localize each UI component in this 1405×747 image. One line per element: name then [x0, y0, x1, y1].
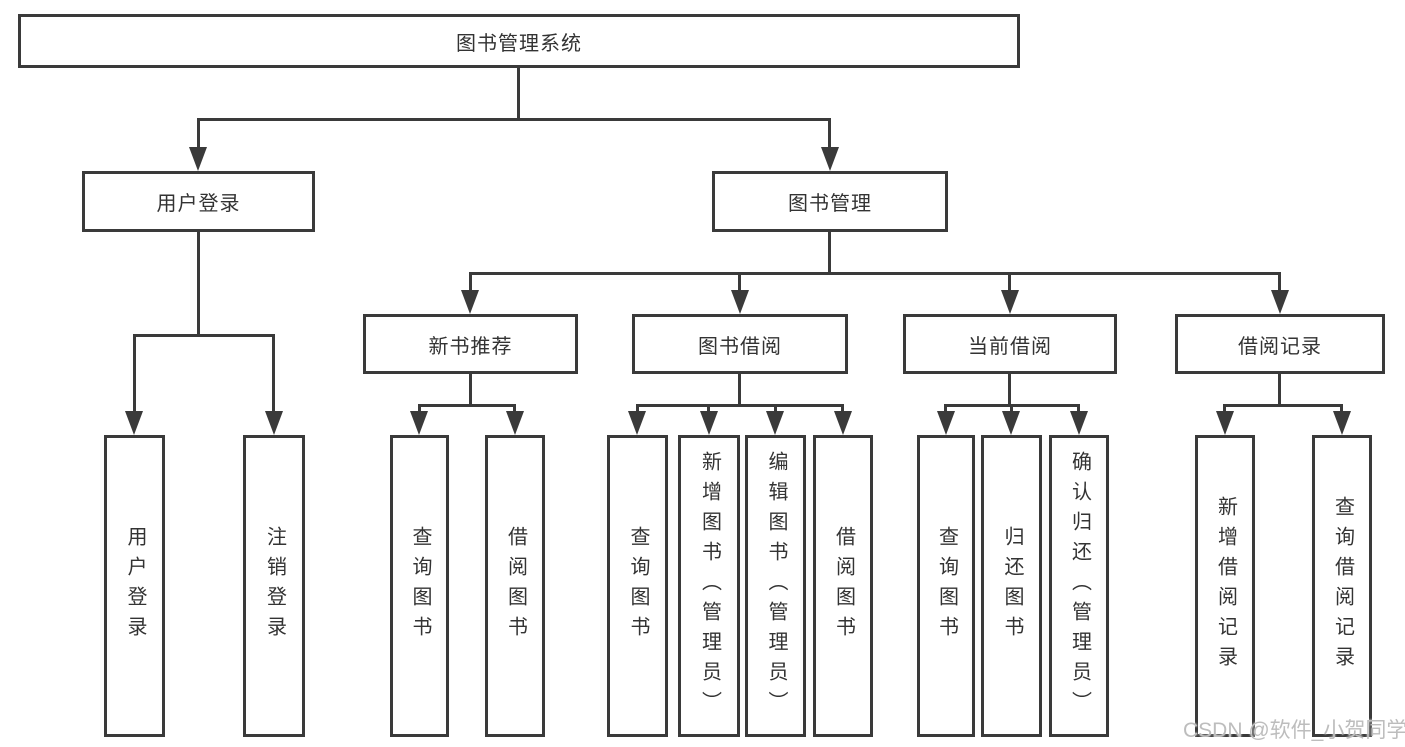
connector-borrow-records-bar — [1224, 404, 1343, 407]
leaf-borrow-book-label: 借阅图书 — [832, 526, 855, 646]
node-user-login-label: 用户登录 — [156, 193, 241, 215]
connector-root-stem — [517, 68, 520, 120]
connector-user-login-bar — [133, 334, 275, 337]
leaf-logout: 注销登录 — [243, 435, 305, 737]
connector-leaf-drop — [636, 404, 639, 414]
arrowhead-leaf — [1002, 411, 1020, 435]
leaf-edit-book-admin: 编辑图书（管理员） — [745, 435, 806, 737]
arrowhead-book-borrow — [731, 290, 749, 314]
arrowhead-leaf — [834, 411, 852, 435]
leaf-query-book-borrow: 查询图书 — [607, 435, 668, 737]
arrowhead-leaf — [700, 411, 718, 435]
arrowhead-leaf — [937, 411, 955, 435]
connector-book-mgmt-drop — [828, 118, 831, 151]
leaf-add-borrow-record: 新增借阅记录 — [1195, 435, 1255, 737]
arrowhead-leaf — [1070, 411, 1088, 435]
connector-leaf-drop — [707, 404, 710, 414]
leaf-borrow-book: 借阅图书 — [813, 435, 873, 737]
node-borrow-records: 借阅记录 — [1175, 314, 1385, 374]
leaf-add-book-admin: 新增图书（管理员） — [678, 435, 740, 737]
leaf-query-borrow-record-label: 查询借阅记录 — [1331, 496, 1354, 676]
connector-leaf-drop — [418, 404, 421, 414]
connector-leaf-drop — [1010, 404, 1013, 414]
arrowhead-leaf — [766, 411, 784, 435]
node-book-mgmt: 图书管理 — [712, 171, 948, 232]
leaf-user-login-label: 用户登录 — [124, 526, 146, 646]
connector-borrow-records-stem — [1278, 374, 1281, 406]
arrowhead-leaf — [628, 411, 646, 435]
connector-leaf-drop — [944, 404, 947, 414]
leaf-add-book-admin-label: 新增图书（管理员） — [698, 451, 721, 721]
arrowhead-leaf — [410, 411, 428, 435]
leaf-edit-book-admin-label: 编辑图书（管理员） — [765, 451, 787, 721]
arrowhead-current-borrow — [1001, 290, 1019, 314]
leaf-query-book-current: 查询图书 — [917, 435, 975, 737]
leaf-borrow-book-rec-label: 借阅图书 — [504, 526, 527, 646]
node-book-borrow: 图书借阅 — [632, 314, 848, 374]
connector-level3-drop — [1008, 272, 1011, 292]
leaf-query-book-rec-label: 查询图书 — [409, 526, 431, 646]
arrowhead-leaf — [506, 411, 524, 435]
connector-user-login-stem — [197, 232, 200, 336]
arrowhead-leaf — [1216, 411, 1234, 435]
connector-leaf-drop — [1077, 404, 1080, 414]
arrowhead-book-mgmt — [821, 147, 839, 171]
arrowhead-new-book-rec — [461, 290, 479, 314]
node-borrow-records-label: 借阅记录 — [1238, 335, 1322, 358]
connector-leaf-drop — [133, 334, 136, 414]
leaf-logout-label: 注销登录 — [263, 526, 286, 646]
connector-level3-drop — [1278, 272, 1281, 292]
node-current-borrow-label: 当前借阅 — [968, 335, 1052, 358]
arrowhead-leaf — [125, 411, 143, 435]
leaf-query-book-current-label: 查询图书 — [935, 526, 958, 646]
connector-book-borrow-stem — [738, 374, 741, 406]
csdn-watermark: CSDN @软件_小贺同学 — [1183, 719, 1405, 742]
connector-book-borrow-bar — [636, 404, 844, 407]
connector-leaf-drop — [272, 334, 275, 414]
leaf-query-book-rec: 查询图书 — [390, 435, 449, 737]
connector-book-mgmt-stem — [828, 232, 831, 274]
node-book-mgmt-label: 图书管理 — [788, 193, 872, 215]
connector-level2-bar — [197, 118, 831, 121]
connector-current-borrow-stem — [1008, 374, 1011, 406]
node-new-book-rec: 新书推荐 — [363, 314, 578, 374]
node-book-borrow-label: 图书借阅 — [698, 335, 782, 358]
connector-leaf-drop — [1223, 404, 1226, 414]
leaf-return-book-label: 归还图书 — [1001, 526, 1023, 646]
connector-new-book-rec-stem — [469, 374, 472, 406]
leaf-confirm-return-admin-label: 确认归还（管理员） — [1068, 451, 1091, 721]
connector-leaf-drop — [513, 404, 516, 414]
leaf-borrow-book-rec: 借阅图书 — [485, 435, 545, 737]
leaf-query-borrow-record: 查询借阅记录 — [1312, 435, 1372, 737]
arrowhead-borrow-records — [1271, 290, 1289, 314]
connector-leaf-drop — [774, 404, 777, 414]
node-root-label: 图书管理系统 — [456, 32, 582, 55]
connector-level3-bar — [469, 272, 1281, 275]
node-user-login: 用户登录 — [82, 171, 315, 232]
arrowhead-user-login — [189, 147, 207, 171]
leaf-add-borrow-record-label: 新增借阅记录 — [1214, 496, 1237, 676]
connector-level3-drop — [469, 272, 472, 292]
connector-leaf-drop — [841, 404, 844, 414]
leaf-query-book-borrow-label: 查询图书 — [627, 526, 649, 646]
leaf-user-login: 用户登录 — [104, 435, 165, 737]
node-new-book-rec-label: 新书推荐 — [428, 335, 513, 358]
arrowhead-leaf — [1333, 411, 1351, 435]
connector-level3-drop — [738, 272, 741, 292]
connector-new-book-rec-bar — [418, 404, 516, 407]
leaf-confirm-return-admin: 确认归还（管理员） — [1049, 435, 1109, 737]
node-root: 图书管理系统 — [18, 14, 1020, 68]
arrowhead-leaf — [265, 411, 283, 435]
connector-leaf-drop — [1340, 404, 1343, 414]
connector-user-login-drop — [197, 118, 200, 151]
leaf-return-book: 归还图书 — [981, 435, 1042, 737]
node-current-borrow: 当前借阅 — [903, 314, 1117, 374]
